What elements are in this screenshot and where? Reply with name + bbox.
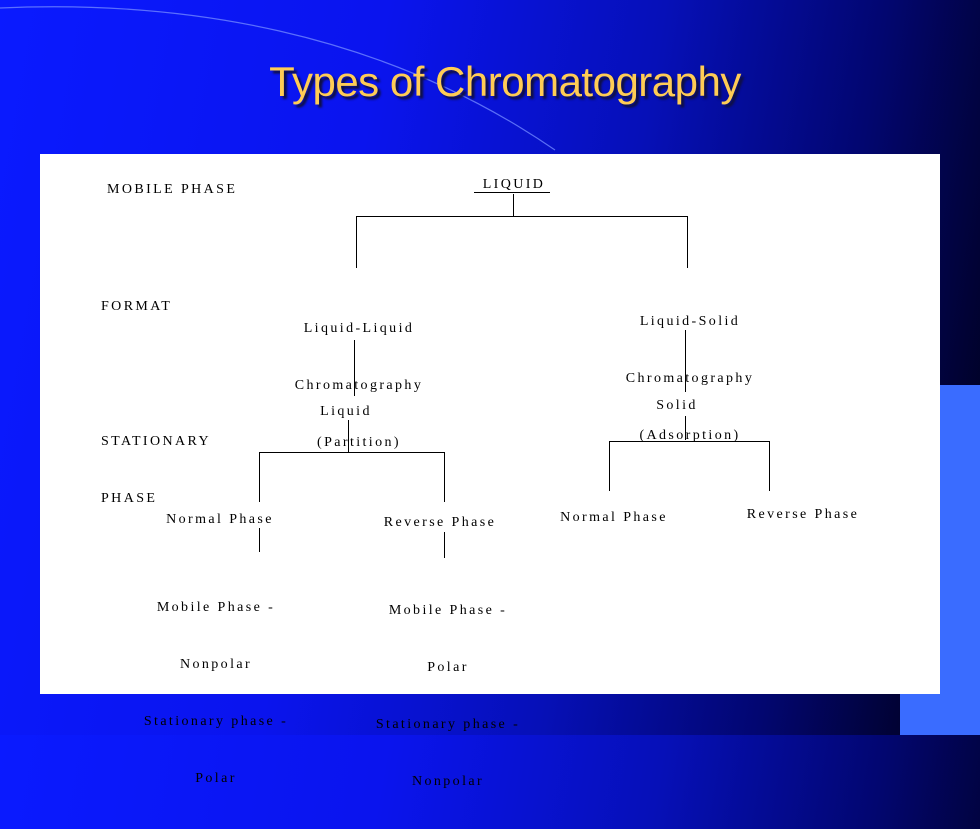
connector-to-ls-normal	[609, 441, 610, 491]
connector-to-ll-reverse	[444, 452, 445, 502]
connector-normal-to-desc	[259, 528, 260, 552]
description-normal-phase: Mobile Phase - Nonpolar Stationary phase…	[126, 560, 306, 826]
connector-to-ls-reverse	[769, 441, 770, 491]
connector-ll-to-liquid	[354, 340, 355, 396]
slide-title: Types of Chromatography	[269, 58, 741, 105]
desc-normal-line4: Polar	[195, 771, 237, 786]
background-swoosh	[0, 6, 556, 151]
connector-to-ll-normal	[259, 452, 260, 502]
node-ll-line3: (Partition)	[317, 435, 401, 450]
desc-normal-line1: Mobile Phase -	[156, 600, 276, 615]
connector-to-ls	[687, 216, 688, 268]
node-ls-normal-phase: Normal Phase	[560, 510, 668, 525]
node-ls-line3: (Adsorption)	[639, 428, 741, 443]
desc-reverse-line1: Mobile Phase -	[388, 603, 508, 618]
node-ls-line1: Liquid-Solid	[639, 314, 741, 329]
desc-reverse-line2: Polar	[427, 660, 469, 675]
row-label-stationary: STATIONARY PHASE	[101, 394, 211, 546]
connector-liquid-bar	[259, 452, 444, 453]
diagram-canvas: MOBILE PHASE FORMAT STATIONARY PHASE LIQ…	[40, 154, 940, 789]
row-label-stationary-line2: PHASE	[101, 491, 158, 506]
connector-ls-to-solid	[685, 330, 686, 392]
row-label-format: FORMAT	[101, 299, 173, 314]
connector-root-bar	[356, 216, 688, 217]
node-ll-line1: Liquid-Liquid	[303, 321, 415, 336]
connector-solid-bar	[609, 441, 769, 442]
row-label-mobile-phase: MOBILE PHASE	[107, 182, 238, 197]
connector-solid-down	[685, 416, 686, 440]
node-liquid-liquid-chromatography: Liquid-Liquid Chromatography (Partition)	[242, 281, 476, 490]
connector-to-ll	[356, 216, 357, 268]
node-ls-reverse-phase: Reverse Phase	[746, 507, 860, 522]
node-ll-reverse-phase: Reverse Phase	[383, 515, 497, 530]
root-underline	[474, 192, 550, 193]
row-label-stationary-line1: STATIONARY	[101, 434, 211, 449]
node-liquid-root: LIQUID	[482, 177, 546, 192]
node-ll-line2: Chromatography	[294, 378, 424, 393]
connector-root-down	[513, 194, 514, 216]
connector-reverse-to-desc	[444, 532, 445, 558]
desc-reverse-line3: Stationary phase -	[375, 717, 521, 732]
node-liquid-solid-chromatography: Liquid-Solid Chromatography (Adsorption)	[560, 274, 820, 483]
desc-normal-line2: Nonpolar	[179, 657, 253, 672]
node-ll-normal-phase: Normal Phase	[166, 512, 274, 527]
slide: Types of Chromatography MOBILE PHASE FOR…	[0, 6, 980, 789]
desc-normal-line3: Stationary phase -	[143, 714, 289, 729]
node-stationary-liquid: Liquid	[320, 404, 372, 419]
node-stationary-solid: Solid	[656, 398, 698, 413]
connector-liquid-down	[348, 420, 349, 452]
node-ls-line2: Chromatography	[625, 371, 755, 386]
desc-reverse-line4: Nonpolar	[411, 774, 485, 789]
description-reverse-phase: Mobile Phase - Polar Stationary phase - …	[358, 563, 538, 829]
